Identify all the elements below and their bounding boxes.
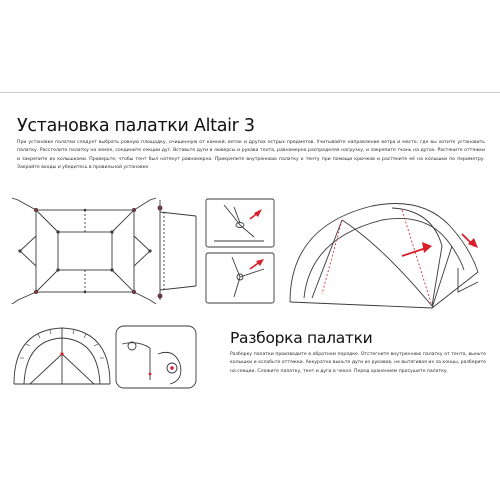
teardown-title: Разборка палатки bbox=[230, 329, 373, 347]
pole-sleeve-detail-icon bbox=[152, 196, 204, 306]
setup-paragraph: При установке палатки следует выбрать ро… bbox=[17, 140, 485, 171]
hook-detail-icon bbox=[114, 324, 198, 390]
pole-clip-detail-icon bbox=[204, 197, 276, 305]
tent-floor-plan-icon bbox=[10, 196, 158, 306]
setup-title: Установка палатки Altair 3 bbox=[17, 116, 255, 136]
tent-frame-diagram-icon bbox=[10, 324, 114, 390]
teardown-paragraph: Разборку палатки производите в обратном … bbox=[230, 352, 486, 374]
top-rule bbox=[0, 92, 500, 93]
tent-assembled-icon bbox=[282, 186, 492, 316]
